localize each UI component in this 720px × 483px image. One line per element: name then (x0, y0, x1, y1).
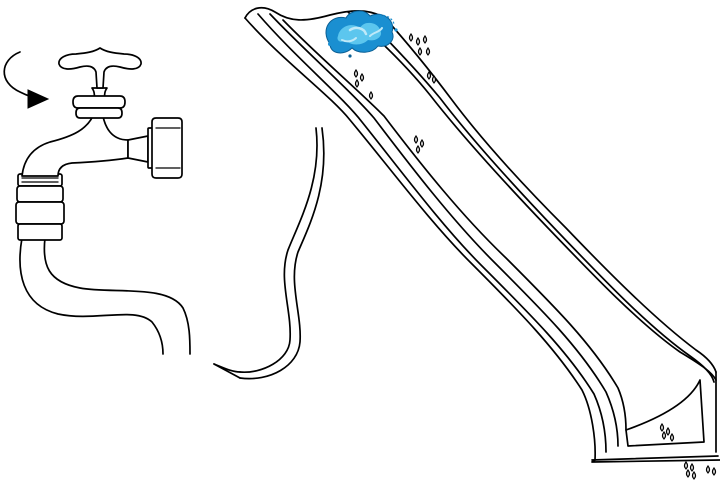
water-drop-icon (353, 68, 365, 88)
water-splash-icon (325, 10, 398, 58)
water-drop-icon (408, 32, 431, 56)
water-slide-icon (213, 6, 720, 463)
water-drop-icon (413, 134, 425, 154)
water-drop-icon (705, 464, 717, 476)
water-drops (353, 32, 717, 480)
water-drop-icon (426, 70, 437, 84)
water-drop-icon (659, 422, 675, 442)
water-drop-icon (368, 90, 374, 100)
tap-icon (15, 47, 183, 241)
hose-icon (19, 237, 191, 355)
water-drop-icon (683, 460, 697, 480)
hose-connector (15, 173, 65, 241)
turn-arrow-icon (3, 51, 50, 109)
